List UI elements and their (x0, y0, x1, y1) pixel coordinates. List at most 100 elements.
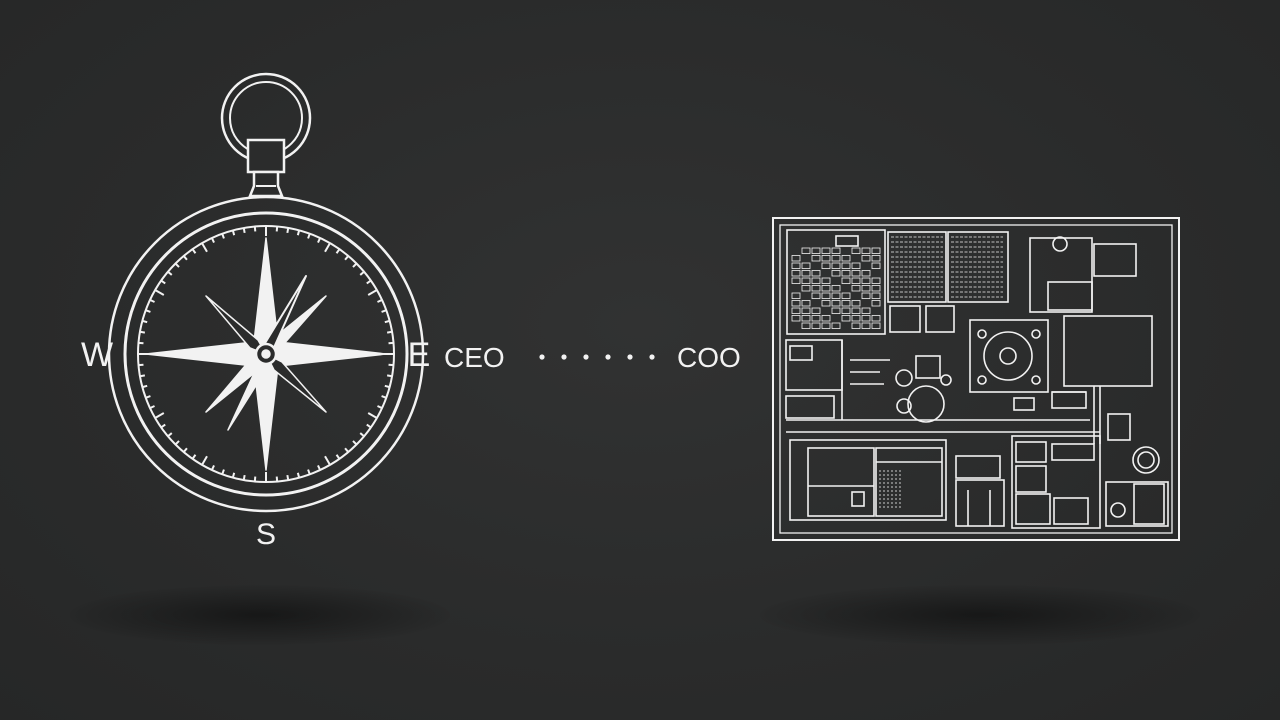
compass-tick (386, 374, 393, 378)
compass-tick (142, 319, 148, 324)
blueprint-grid-cell (841, 315, 851, 322)
compass-tick (142, 384, 148, 389)
compass-tick (366, 279, 372, 285)
blueprint-grid-cell (801, 300, 811, 307)
blueprint-grid-cell (801, 307, 811, 314)
compass-tick (160, 423, 166, 429)
compass-tick (352, 262, 358, 268)
compass-tick (182, 447, 188, 453)
compass-tick (296, 230, 301, 236)
coo-label: COO (677, 342, 741, 373)
blueprint-grid-cell (821, 285, 831, 292)
blueprint-grid-cell (851, 315, 861, 322)
compass-tick (221, 233, 225, 239)
compass-tick (384, 319, 390, 324)
compass-tick (381, 395, 387, 399)
blueprint-grid-cell (851, 270, 861, 277)
blueprint-grid-cell (851, 277, 861, 284)
compass-tick (174, 262, 180, 268)
blueprint-grid-cell (861, 315, 871, 322)
compass-tick (210, 237, 215, 243)
compass-outer-ring (107, 195, 425, 513)
blueprint-grid-cell (821, 292, 831, 299)
blueprint-grid-cell (821, 255, 831, 262)
blueprint-grid-cell (861, 322, 871, 329)
compass-bezel-ring (123, 211, 409, 497)
compass-tick (210, 465, 215, 471)
blueprint-grid-cell (791, 277, 801, 284)
blueprint-grid-cell (831, 285, 841, 292)
blueprint-grid-cell (851, 307, 861, 314)
blueprint-grid-cell (811, 315, 821, 322)
compass-tick (154, 289, 165, 296)
blueprint-grid-cell (871, 247, 881, 254)
compass-west-label: W (81, 336, 113, 374)
compass-tick (145, 395, 151, 399)
blueprint-grid-cell (791, 292, 801, 299)
compass-tick (386, 330, 393, 334)
blueprint-grid-cell (841, 270, 851, 277)
compass-tick (154, 412, 165, 419)
blueprint-grid-cell (871, 277, 881, 284)
blueprint-grid-cell (841, 300, 851, 307)
blueprint-grid-cell (801, 247, 811, 254)
blueprint-grid-cell (821, 322, 831, 329)
compass-tick (381, 309, 387, 313)
blueprint-grid-cell (801, 285, 811, 292)
blueprint-grid-cell (801, 262, 811, 269)
compass-south-label: S (256, 518, 276, 551)
blueprint-grid-cell (831, 307, 841, 314)
compass-tick (296, 472, 301, 478)
blueprint-grid-cell (871, 262, 881, 269)
blueprint-grid-cell (841, 292, 851, 299)
compass-tick (344, 255, 350, 261)
blueprint-grid-cell (821, 315, 831, 322)
compass-tick (182, 255, 188, 261)
blueprint-grid-cell (831, 247, 841, 254)
compass-tick (174, 440, 180, 446)
blueprint-grid-cell (831, 322, 841, 329)
compass-tick (324, 455, 331, 466)
compass-tick (307, 469, 311, 475)
floor-plan-icon (772, 217, 1180, 541)
compass-tick (344, 447, 350, 453)
compass-tick (231, 472, 236, 478)
blueprint-grid-cell (811, 322, 821, 329)
compass-tick (145, 309, 151, 313)
compass-tick (335, 248, 341, 254)
blueprint-grid-cell (791, 300, 801, 307)
blueprint-grid-cell (861, 307, 871, 314)
compass-tick (139, 330, 146, 334)
blueprint-grid-cell (801, 270, 811, 277)
blueprint-grid-cell (861, 285, 871, 292)
blueprint-grid-cell (811, 255, 821, 262)
blueprint-grid-cell (831, 292, 841, 299)
compass-tick (242, 474, 246, 481)
blueprint-grid-cell (861, 270, 871, 277)
compass-tick (359, 432, 365, 438)
blueprint-shadow (760, 585, 1200, 645)
blueprint-grid-cell (801, 315, 811, 322)
blueprint-grid-cell (861, 247, 871, 254)
compass-tick (377, 405, 383, 410)
blueprint-grid-cell (831, 262, 841, 269)
compass-shadow (70, 585, 450, 645)
blueprint-grid-cell (871, 322, 881, 329)
compass-tick (149, 298, 155, 303)
compass-tick (335, 454, 341, 460)
compass-tick (231, 230, 236, 236)
compass-tick (384, 384, 390, 389)
blueprint-grid-cell (851, 247, 861, 254)
blueprint-grid-cell (811, 277, 821, 284)
compass-icon (107, 72, 425, 513)
blueprint-grid-cell (851, 322, 861, 329)
compass-tick (201, 242, 208, 253)
blueprint-grid-cell (841, 255, 851, 262)
blueprint-grid-cell (821, 277, 831, 284)
compass-tick (286, 474, 290, 481)
blueprint-grid-cell (791, 307, 801, 314)
blueprint-grid-cell (871, 300, 881, 307)
blueprint-grid-cell (791, 270, 801, 277)
